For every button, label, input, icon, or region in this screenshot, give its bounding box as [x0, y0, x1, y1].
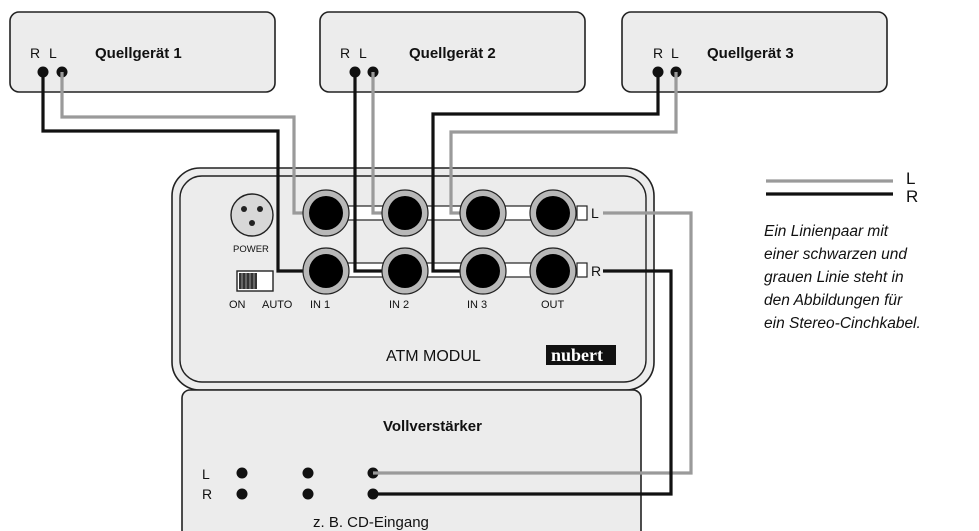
cable-out-l: [373, 211, 693, 475]
switch-auto-label: AUTO: [262, 299, 293, 311]
input-label-in3: IN 3: [467, 299, 487, 311]
source-3-r-label: R: [653, 45, 663, 61]
jack-in1-r[interactable]: [302, 247, 350, 295]
amplifier: Vollverstärker L R z. B. CD-Eingang: [181, 389, 642, 531]
amplifier-r-label: R: [202, 486, 212, 502]
cable-source1-r: [41, 72, 326, 273]
source-1-l-label: L: [49, 45, 57, 61]
source-2-r-label: R: [340, 45, 350, 61]
module-row-r-label: R: [591, 263, 601, 279]
legend-note-line-3: grauen Linie steht in: [764, 269, 904, 286]
input-label-in2: IN 2: [389, 299, 409, 311]
source-device-1: R L Quellgerät 1: [9, 11, 276, 93]
source-device-2: R L Quellgerät 2: [319, 11, 586, 93]
legend-note-line-2: einer schwarzen und: [764, 246, 908, 263]
jack-in2-l[interactable]: [381, 189, 429, 237]
source-3-l-label: L: [671, 45, 679, 61]
amp-jack-1-r[interactable]: [236, 488, 248, 500]
on-auto-switch[interactable]: [236, 270, 274, 292]
power-label: POWER: [233, 244, 269, 255]
input-label-out: OUT: [541, 299, 565, 311]
source-2-l-label: L: [359, 45, 367, 61]
jack-out-l[interactable]: [529, 189, 577, 237]
module-row-l-label: L: [591, 205, 599, 221]
amp-jack-2-l[interactable]: [302, 467, 314, 479]
legend-r-label: R: [906, 187, 918, 206]
nubert-logo: nubert: [546, 345, 616, 365]
source-3-title: Quellgerät 3: [707, 45, 794, 62]
cable-out-r: [373, 269, 673, 496]
jack-out-r[interactable]: [529, 247, 577, 295]
jack-in3-r[interactable]: [459, 247, 507, 295]
legend-l-label: L: [906, 169, 915, 188]
amp-jack-2-r[interactable]: [302, 488, 314, 500]
legend-note-line-4: den Abbildungen für: [764, 292, 903, 309]
input-label-in1: IN 1: [310, 299, 330, 311]
brand-text: nubert: [551, 345, 603, 365]
amp-jack-1-l[interactable]: [236, 467, 248, 479]
amplifier-l-label: L: [202, 466, 210, 482]
amplifier-caption: z. B. CD-Eingang: [313, 514, 429, 531]
switch-on-label: ON: [229, 299, 246, 311]
source-1-title: Quellgerät 1: [95, 45, 182, 62]
legend-note-line-1: Ein Linienpaar mit: [764, 223, 889, 240]
source-2-title: Quellgerät 2: [409, 45, 496, 62]
legend-note-line-5: ein Stereo-Cinchkabel.: [764, 315, 921, 332]
jack-in1-l[interactable]: [302, 189, 350, 237]
cable-source3-r: [431, 72, 660, 273]
module-jacks: [302, 189, 577, 295]
jack-in2-r[interactable]: [381, 247, 429, 295]
amplifier-title: Vollverstärker: [383, 418, 482, 435]
jack-in3-l[interactable]: [459, 189, 507, 237]
source-1-r-label: R: [30, 45, 40, 61]
source-device-3: R L Quellgerät 3: [621, 11, 888, 93]
module-name: ATM MODUL: [386, 348, 481, 365]
legend: L R Ein Linienpaar mit einer schwarzen u…: [764, 169, 921, 332]
power-socket-icon: [230, 193, 274, 237]
